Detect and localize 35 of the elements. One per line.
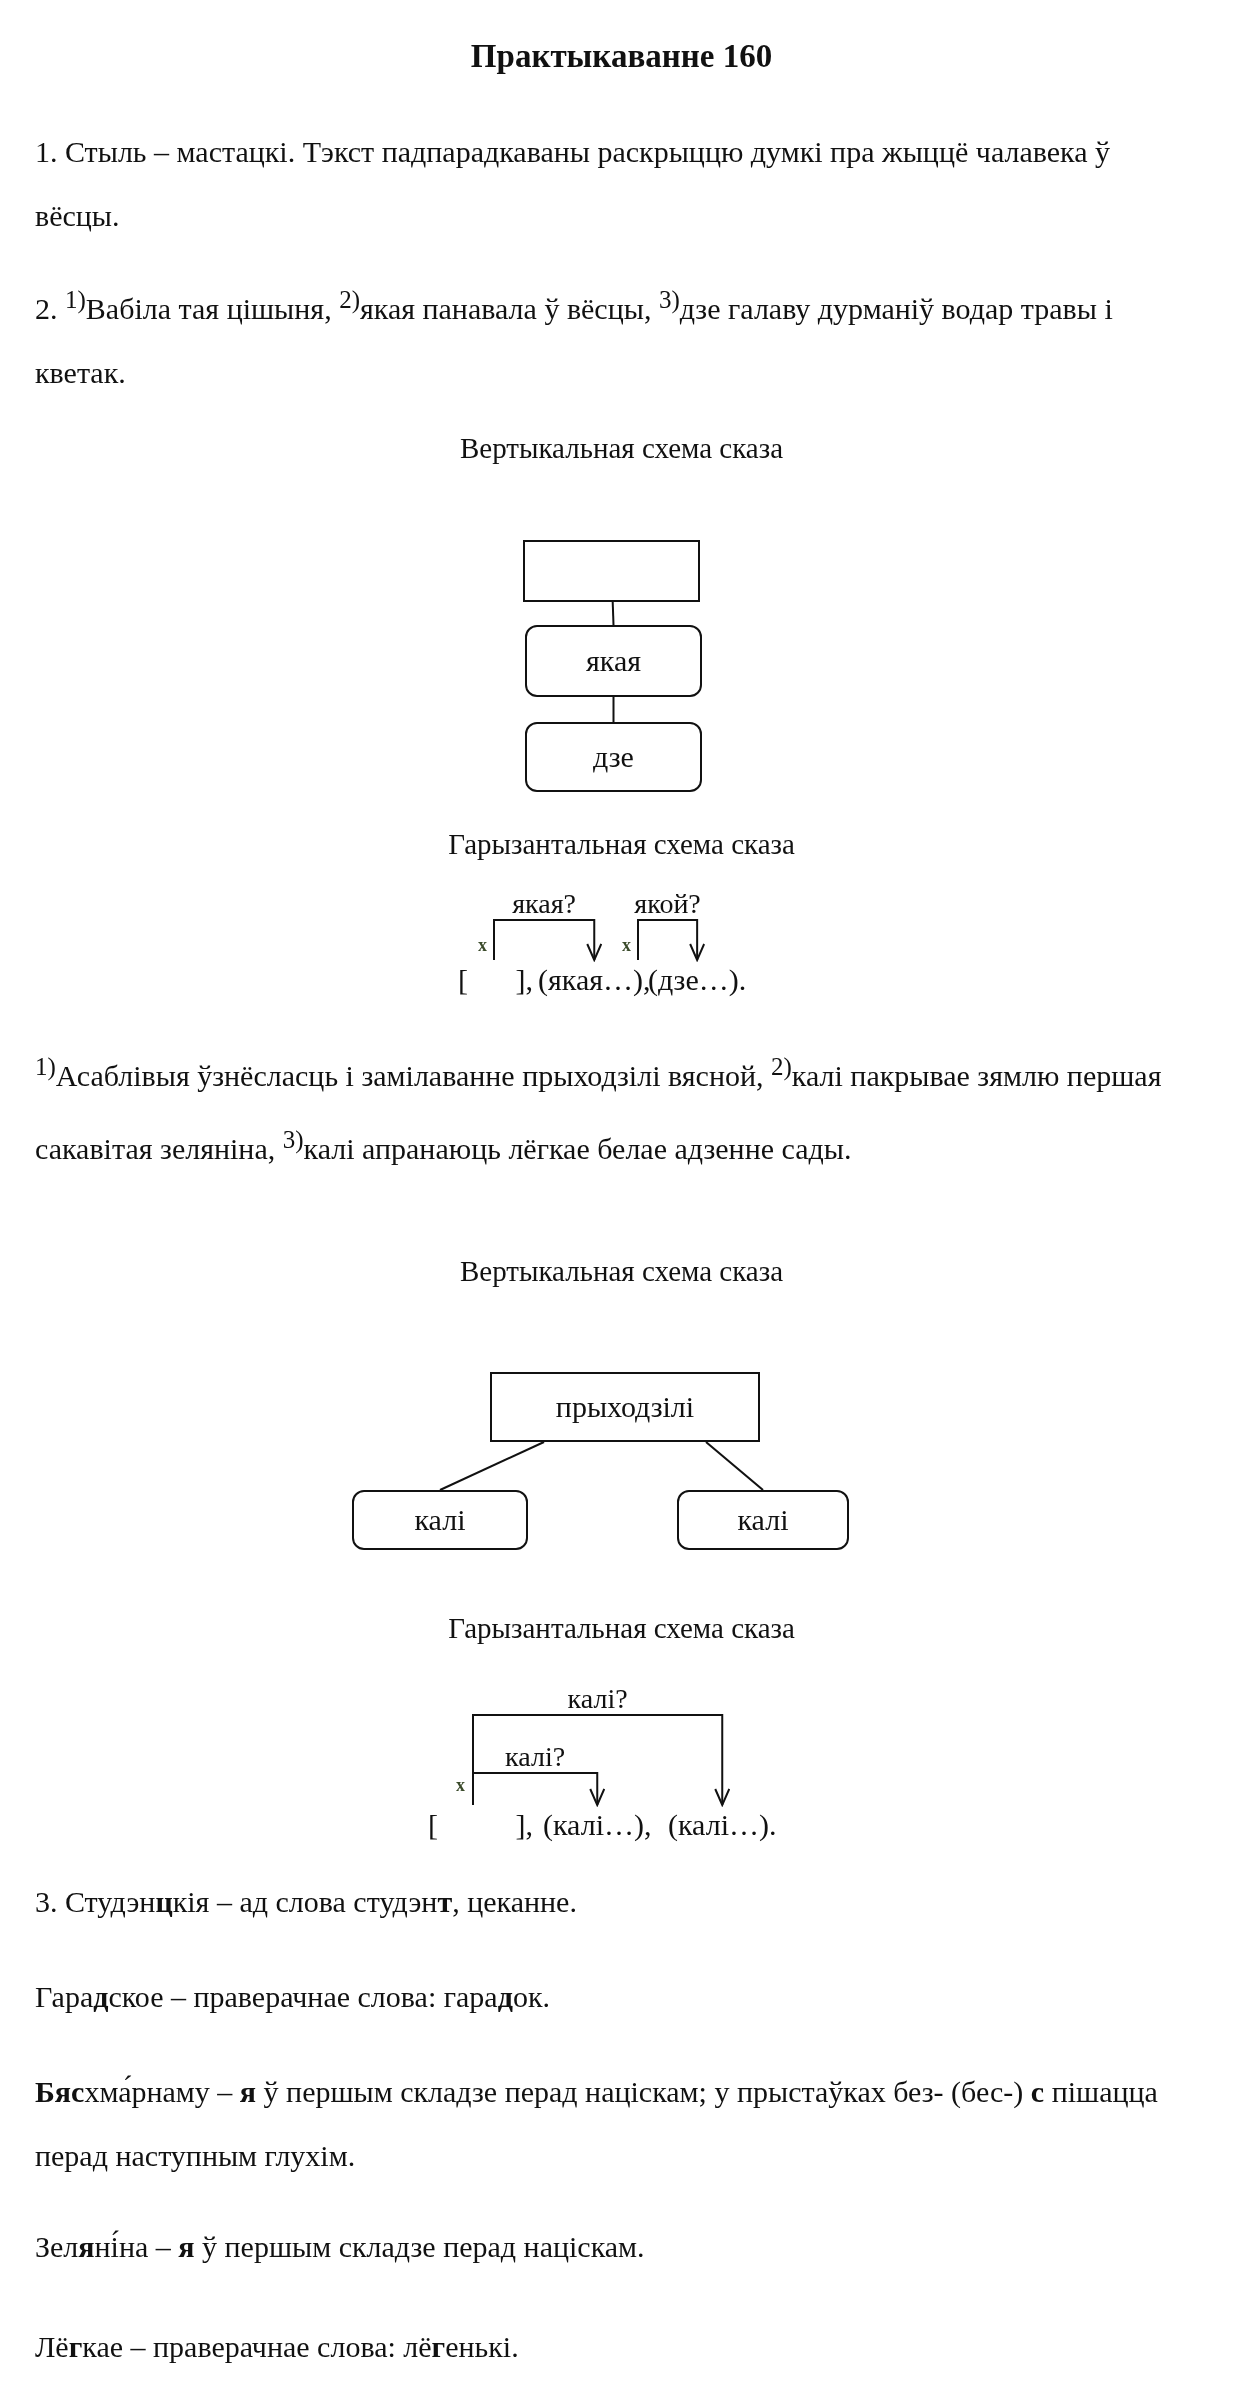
connector-line (705, 1441, 764, 1491)
connector-line (611, 601, 615, 626)
section-heading: Гарызантальная схема сказа (447, 1612, 796, 1645)
text-paragraph: $^{1)}$Асаблівыя ўзнёсласць і замілаванне прыходзілі вясной, $^{2)}$калі пакрывае зямлю першая сакавітая зеляніна, $^{3)}$калі апранаюць лёгкае белае адзенне сады. (35, 1052, 1163, 1167)
text-paragraph: 1. Стыль – мастацкі. Тэкст падпарадкаваны раскрыццю думкі пра жыццё чалавека ў вёсцы. (35, 134, 1111, 234)
cross-mark: x (622, 936, 631, 954)
clause-box: прыходзілі (490, 1372, 760, 1442)
empty-box (523, 540, 700, 602)
section-heading: Вертыкальная схема сказа (458, 1255, 785, 1288)
text-paragraph: Зеляні́на – я ў першым складзе перад націскам. (35, 2229, 646, 2265)
text-paragraph: Гарадское – праверачнае слова: гарадок. (35, 1979, 551, 2015)
clause-box: калі (677, 1490, 849, 1550)
clause-bracket: (калі…), (543, 1805, 652, 1845)
cross-mark: x (456, 1776, 465, 1794)
text-paragraph: 3. Студэнцкія – ад слова студэнт, цеканне. (35, 1884, 578, 1920)
text-paragraph: Лёгкае – праверачнае слова: лёгенькі. (35, 2329, 520, 2365)
clause-bracket: [ ], (458, 960, 533, 1000)
arrow (493, 919, 603, 961)
clause-bracket: (дзе…). (648, 960, 747, 1000)
connector-line (612, 696, 615, 723)
arrow (472, 1772, 606, 1806)
section-heading: Гарызантальная схема сказа (447, 828, 796, 861)
arrow (472, 1714, 731, 1806)
text-paragraph: 2. $^{1)}$Вабіла тая цішыня, $^{2)}$якая панавала ў вёсцы, $^{3)}$дзе галаву дурманіў водар травы і кветак. (35, 285, 1114, 391)
section-heading: Вертыкальная схема сказа (458, 432, 785, 465)
clause-box: дзе (525, 722, 702, 792)
text-paragraph: Бясхма́рнаму – я ў першым складзе перад націскам; у прыстаўках без- (бес-) с пішацца перад наступным глухім. (35, 2074, 1159, 2174)
clause-bracket: [ ], (428, 1805, 533, 1845)
clause-bracket: (калі…). (668, 1805, 777, 1845)
cross-mark: x (478, 936, 487, 954)
page-title: Практыкаванне 160 (469, 38, 774, 75)
clause-box: калі (352, 1490, 528, 1550)
clause-box: якая (525, 625, 702, 697)
arrow (637, 919, 706, 961)
connector-line (439, 1441, 545, 1491)
